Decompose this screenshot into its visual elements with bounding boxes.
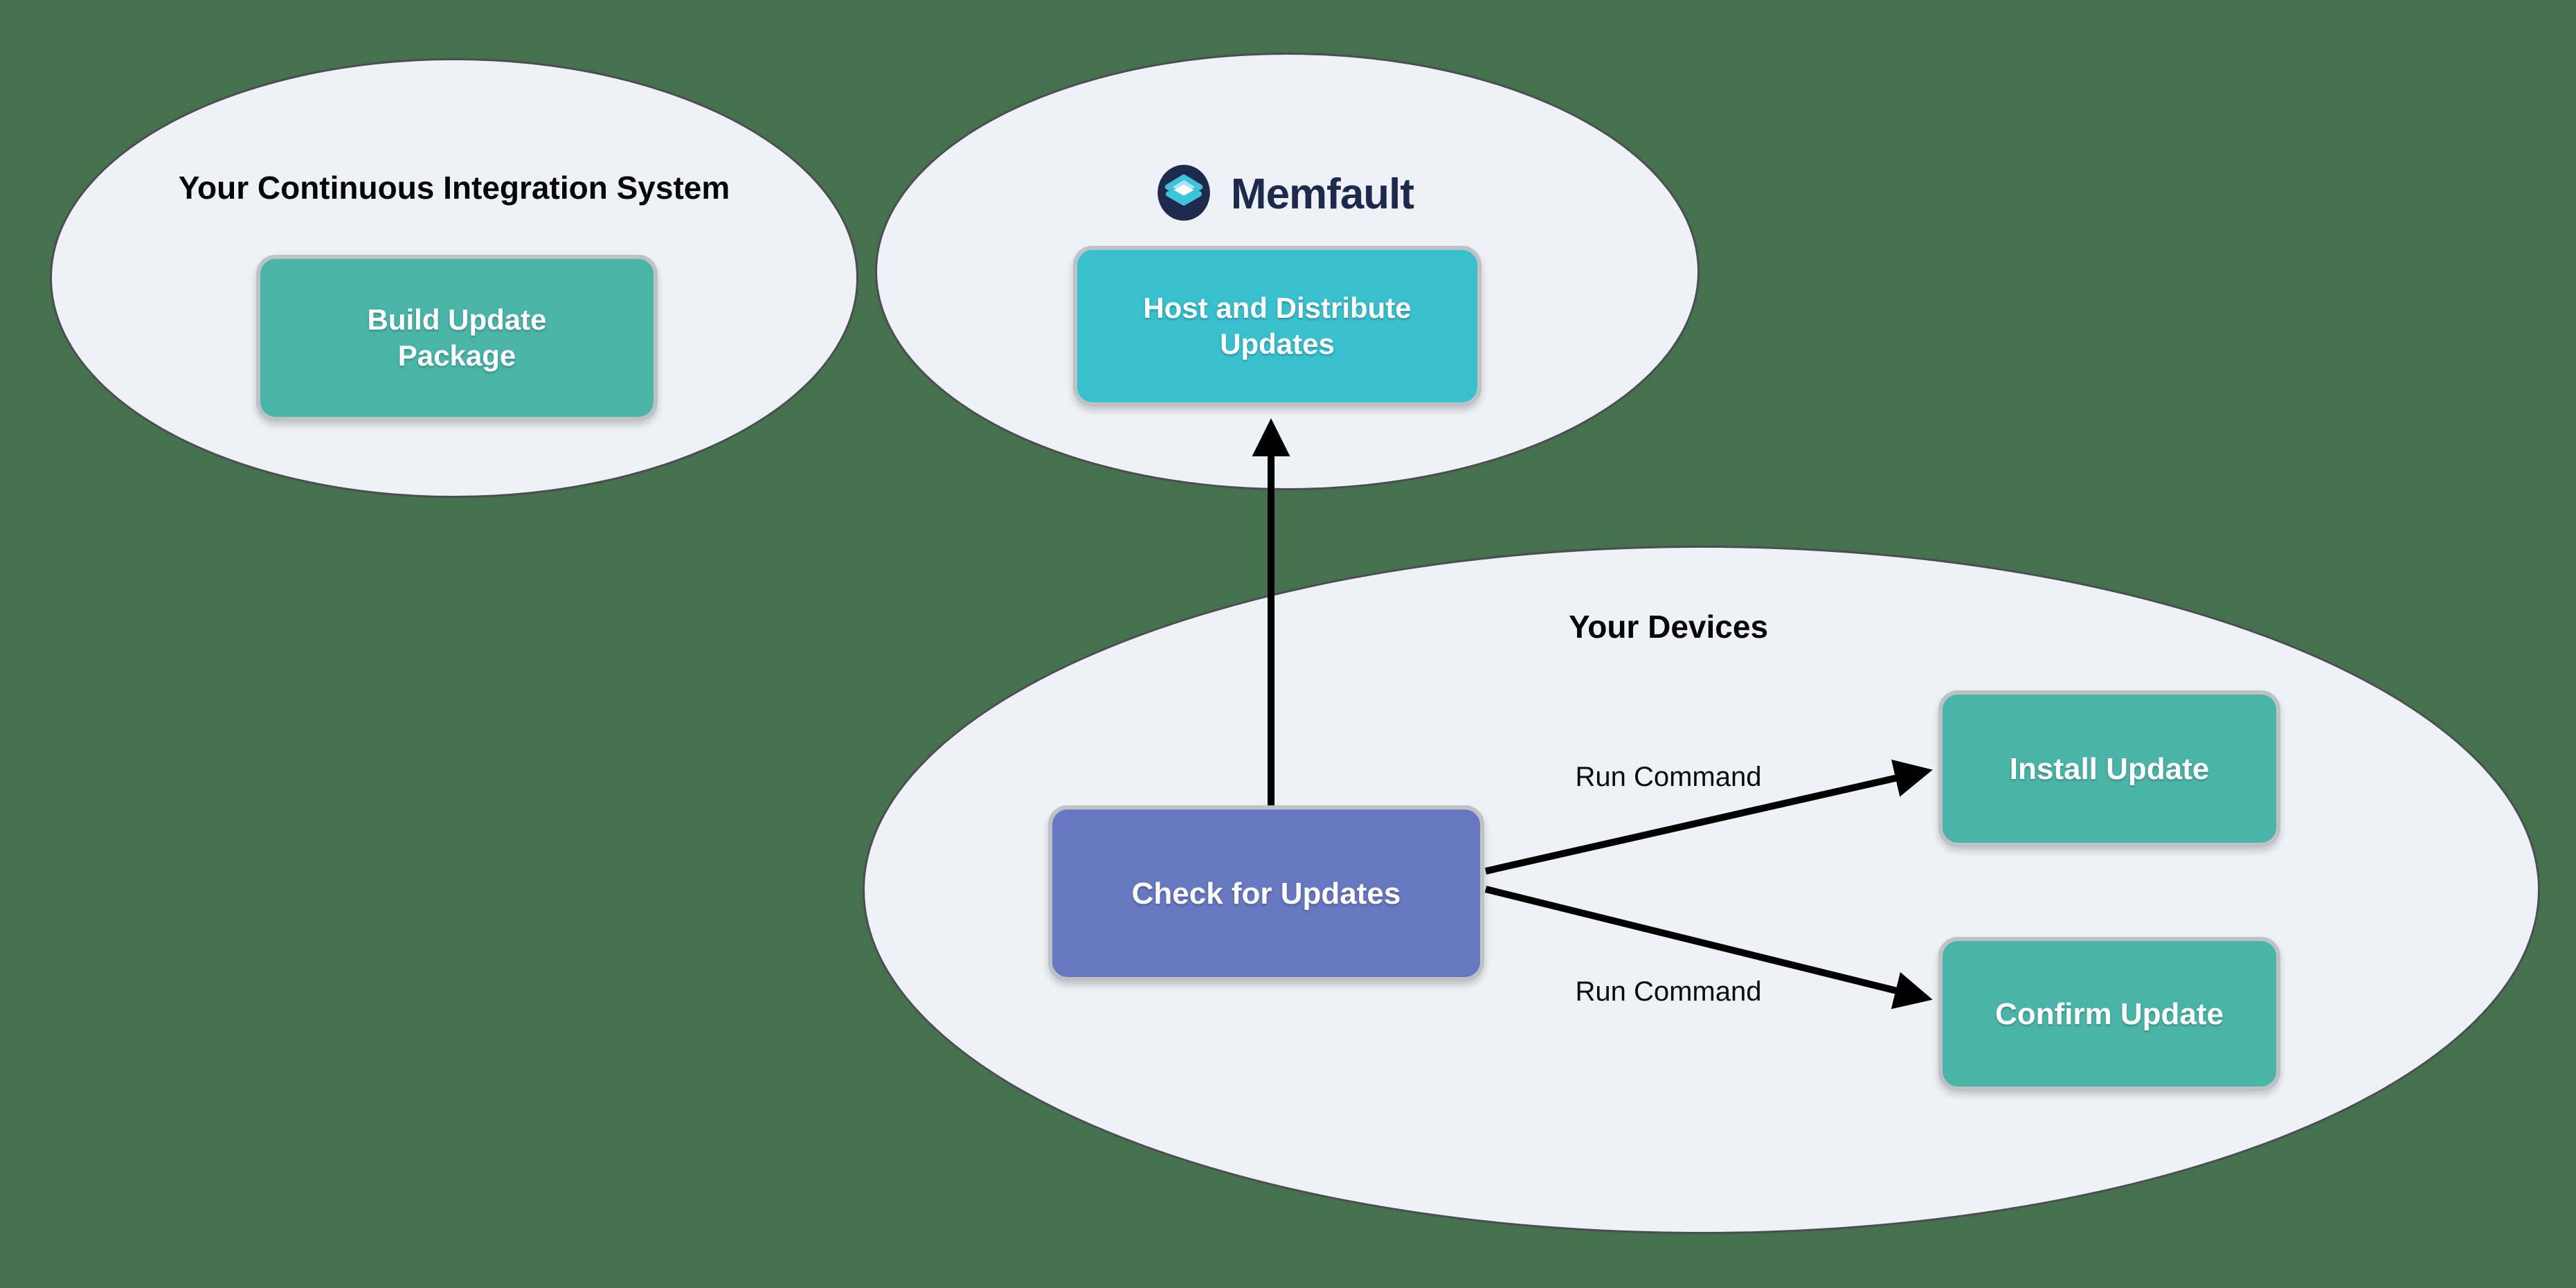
host-and-distribute-updates-node: Host and Distribute Updates [1073, 246, 1481, 406]
run-command-label-confirm: Run Command [1575, 976, 1762, 1007]
memfault-brand-name: Memfault [1230, 170, 1414, 218]
build-update-package-node: Build Update Package [256, 255, 658, 421]
install-update-label: Install Update [2009, 751, 2210, 786]
arrow-check-to-confirm [1484, 886, 1933, 1010]
run-command-label-install: Run Command [1575, 762, 1762, 792]
check-for-updates-node: Check for Updates [1048, 805, 1484, 981]
confirm-update-node: Confirm Update [1938, 937, 2280, 1091]
ci-group-title: Your Continuous Integration System [178, 170, 730, 206]
confirm-update-label: Confirm Update [1995, 996, 2224, 1031]
build-update-package-label: Build Update Package [367, 303, 547, 373]
devices-group-title: Your Devices [1568, 609, 1769, 645]
arrow-check-to-install [1484, 759, 1933, 875]
memfault-brand: Memfault [900, 159, 1668, 229]
check-for-updates-label: Check for Updates [1131, 876, 1401, 911]
install-update-node: Install Update [1938, 690, 2280, 847]
host-and-distribute-updates-label: Host and Distribute Updates [1143, 291, 1412, 361]
memfault-logo-icon [1158, 165, 1210, 221]
